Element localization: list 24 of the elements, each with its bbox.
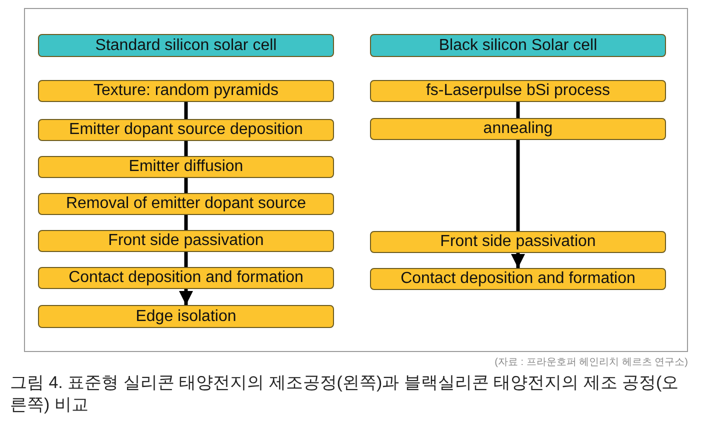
- connector-line: [184, 141, 188, 156]
- process-step-box: Removal of emitter dopant source: [38, 193, 334, 215]
- connector-line: [184, 178, 188, 193]
- process-step-box: annealing: [370, 118, 666, 140]
- process-step-box: Front side passivation: [38, 230, 334, 252]
- process-step-box: Texture: random pyramids: [38, 80, 334, 102]
- connector-line: [516, 140, 520, 231]
- process-step-box: fs-Laserpulse bSi process: [370, 80, 666, 102]
- process-step-box: Contact deposition and formation: [370, 268, 666, 290]
- process-step-box: Emitter diffusion: [38, 156, 334, 178]
- connector-line: [184, 102, 188, 119]
- process-step-box: Front side passivation: [370, 231, 666, 253]
- source-note: (자료 : 프라운호퍼 헤인리치 헤르츠 연구소): [494, 356, 688, 369]
- connector-line: [184, 252, 188, 267]
- arrow: [179, 289, 193, 305]
- column-header-box: Standard silicon solar cell: [38, 34, 334, 57]
- column-header-box: Black silicon Solar cell: [370, 34, 666, 57]
- process-step-box: Contact deposition and formation: [38, 267, 334, 289]
- figure-caption: 그림 4. 표준형 실리콘 태양전지의 제조공정(왼쪽)과 블랙실리콘 태양전지의 제조 공정(오른쪽) 비교: [10, 372, 680, 416]
- connector-line: [184, 215, 188, 230]
- connector-line: [516, 102, 520, 118]
- process-step-box: Edge isolation: [38, 305, 334, 328]
- process-step-box: Emitter dopant source deposition: [38, 119, 334, 141]
- arrow: [511, 253, 525, 268]
